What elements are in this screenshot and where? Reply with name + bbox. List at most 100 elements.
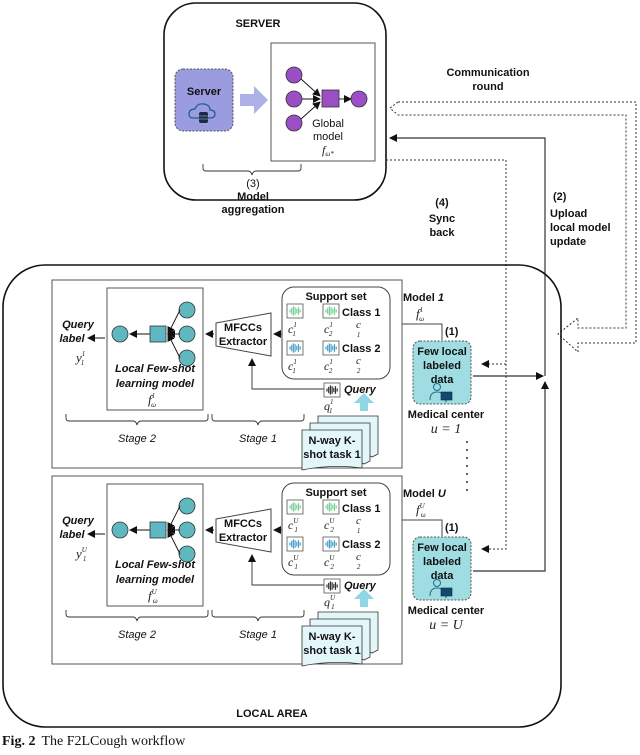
model-to-data-link <box>402 519 443 536</box>
stage2-label: Stage 2 <box>118 433 156 445</box>
data-label-2: labeled <box>423 360 461 372</box>
server-box-label: Server <box>187 86 222 98</box>
task-up-arrow <box>354 393 374 411</box>
data-label-1: Few local <box>417 542 467 554</box>
local-area-boundary <box>2 264 562 728</box>
communication-round-label-1: Communication <box>446 67 529 79</box>
panel-frame <box>51 475 403 665</box>
local-input-node-1 <box>178 497 196 515</box>
aggregation-step: (3) <box>246 178 259 190</box>
audio-sample-s21 <box>286 536 304 552</box>
support-set-title: Support set <box>305 487 366 499</box>
local-input-node-1 <box>178 301 196 319</box>
model-to-data-link <box>402 323 443 340</box>
figure-number: Fig. 2 <box>2 734 36 749</box>
global-model-label-1: Global <box>312 118 344 130</box>
extractor-label-1: MFCCs <box>224 518 262 530</box>
local-model-label-2: learning model <box>116 378 195 390</box>
audio-sample-s12 <box>322 303 340 319</box>
stage2-brace <box>65 610 209 622</box>
local-model-name: Model 1 <box>403 292 444 304</box>
server-boundary <box>163 2 387 201</box>
stage2-brace <box>65 414 209 426</box>
audio-sample-s21 <box>286 340 304 356</box>
global-input-node-2 <box>285 90 303 108</box>
sync-label-1: Sync <box>429 213 455 225</box>
query-label-text-2: label <box>59 333 85 345</box>
class1-label: Class 1 <box>342 307 381 319</box>
audio-sample-s22 <box>322 536 340 552</box>
audio-sample-s11 <box>286 303 304 319</box>
communication-flows: Communication round (2) Upload local mod… <box>386 67 637 572</box>
global-model-box: Global model fω* <box>270 42 376 162</box>
query-label: Query <box>344 580 377 592</box>
upload-label-1: Upload <box>550 208 587 220</box>
global-input-node-3 <box>285 114 303 132</box>
support-set-box <box>281 482 391 576</box>
local-hidden-node <box>149 521 167 539</box>
more-centers-ellipsis <box>466 441 468 491</box>
figure-caption: Fig. 2 The F2LCough workflow <box>2 734 185 750</box>
task-up-arrow <box>354 589 374 607</box>
query-label-text-1: Query <box>62 515 95 527</box>
mfcc-extractor <box>215 508 272 553</box>
global-model-symbol: fω* <box>322 143 334 158</box>
audio-sample-s11 <box>286 499 304 515</box>
server-title: SERVER <box>235 18 280 30</box>
local-model-label-1: Local Few-shot <box>115 559 196 571</box>
global-hidden-node <box>321 89 340 108</box>
stage1-label: Stage 1 <box>239 433 277 445</box>
nway-kshot-task-stack: N-way K-shot task 1 <box>301 611 379 667</box>
cloud-database-icon <box>188 103 216 123</box>
data-label-1: Few local <box>417 346 467 358</box>
local-step: (1) <box>445 326 459 338</box>
audio-sample-s12 <box>322 499 340 515</box>
local-model-label-1: Local Few-shot <box>115 363 196 375</box>
task-label-1: N-way K- <box>308 631 355 643</box>
audio-sample-s22 <box>322 340 340 356</box>
data-label-2: labeled <box>423 556 461 568</box>
aggregation-brace <box>202 164 302 176</box>
upload-line <box>389 134 546 376</box>
server-region: SERVER Server Global model <box>163 2 387 216</box>
local-input-node-2 <box>178 325 196 343</box>
extractor-label-2: Extractor <box>219 532 268 544</box>
communication-round-label-2: round <box>472 81 503 93</box>
global-input-node-1 <box>285 66 303 84</box>
local-output-node <box>111 521 129 539</box>
panel-frame <box>51 279 403 469</box>
mfcc-extractor <box>215 312 272 357</box>
medical-center-index: u = U <box>429 618 463 633</box>
stage1-brace <box>211 610 305 622</box>
class1-label: Class 1 <box>342 503 381 515</box>
sync-label-2: back <box>429 227 455 239</box>
figure-title: The F2LCough workflow <box>41 734 186 749</box>
query-audio-sample <box>323 578 341 594</box>
support-set-box <box>281 286 391 380</box>
class2-label: Class 2 <box>342 539 381 551</box>
task-label-2: shot task 1 <box>303 645 360 657</box>
medical-center-label: Medical center <box>408 409 485 421</box>
centerU-upload-link <box>473 381 549 572</box>
sync-step: (4) <box>435 197 449 209</box>
query-label-text-2: label <box>59 529 85 541</box>
communication-round-arrow <box>398 101 637 354</box>
local-hidden-node <box>149 325 167 343</box>
